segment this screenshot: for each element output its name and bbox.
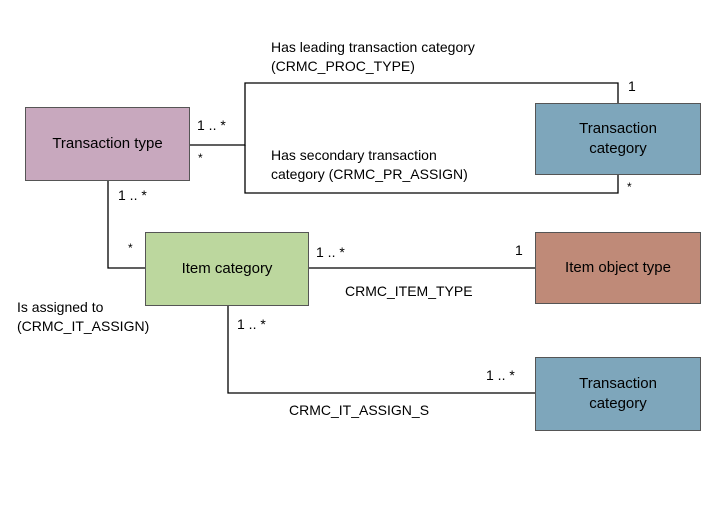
cardinality-tt-down: 1 .. * [118, 187, 147, 203]
transaction-type-label: Transaction type [52, 135, 163, 152]
assigned-relation-text: Is assigned to (CRMC_IT_ASSIGN) [17, 298, 149, 336]
transaction-category-box: Transaction category [535, 103, 701, 175]
leading-relation-line1: Has leading transaction category [271, 39, 475, 55]
cardinality-iot-left: 1 [515, 242, 523, 258]
cardinality-tc-secondary: * [627, 180, 632, 194]
secondary-relation-line1: Has secondary transaction [271, 147, 437, 163]
cardinality-tc-leading: 1 [628, 78, 636, 94]
transaction-category-label: Transaction category [579, 120, 657, 157]
cardinality-ic-down: 1 .. * [237, 316, 266, 332]
secondary-relation-text: Has secondary transaction category (CRMC… [271, 146, 468, 184]
cardinality-tt-secondary: * [198, 151, 203, 165]
item-type-relation-text: CRMC_ITEM_TYPE [345, 283, 473, 299]
assigned-relation-line1: Is assigned to [17, 299, 104, 315]
assigned-relation-line [107, 181, 145, 269]
transaction-type-box: Transaction type [25, 107, 190, 181]
leading-relation-text: Has leading transaction category (CRMC_P… [271, 38, 475, 76]
cardinality-ic-right: 1 .. * [316, 244, 345, 260]
item-category-box: Item category [145, 232, 309, 306]
cardinality-ic-left: * [128, 241, 133, 255]
item-category-label: Item category [181, 260, 273, 277]
cardinality-tc2-left: 1 .. * [486, 367, 515, 383]
it-assign-s-relation-text: CRMC_IT_ASSIGN_S [289, 402, 430, 418]
item-object-type-label: Item object type [565, 259, 671, 276]
cardinality-tt-leading: 1 .. * [197, 117, 226, 133]
leading-relation-line2: (CRMC_PROC_TYPE) [271, 58, 415, 74]
assigned-relation-line2: (CRMC_IT_ASSIGN) [17, 318, 150, 334]
secondary-relation-line2: category (CRMC_PR_ASSIGN) [271, 166, 468, 182]
secondary-relation-line [244, 145, 619, 194]
it-assign-s-relation-line [227, 306, 535, 394]
transaction-category-bottom-box: Transaction category [535, 357, 701, 431]
leading-relation-line [190, 82, 619, 146]
item-object-type-box: Item object type [535, 232, 701, 304]
transaction-category-bottom-label: Transaction category [579, 375, 657, 412]
